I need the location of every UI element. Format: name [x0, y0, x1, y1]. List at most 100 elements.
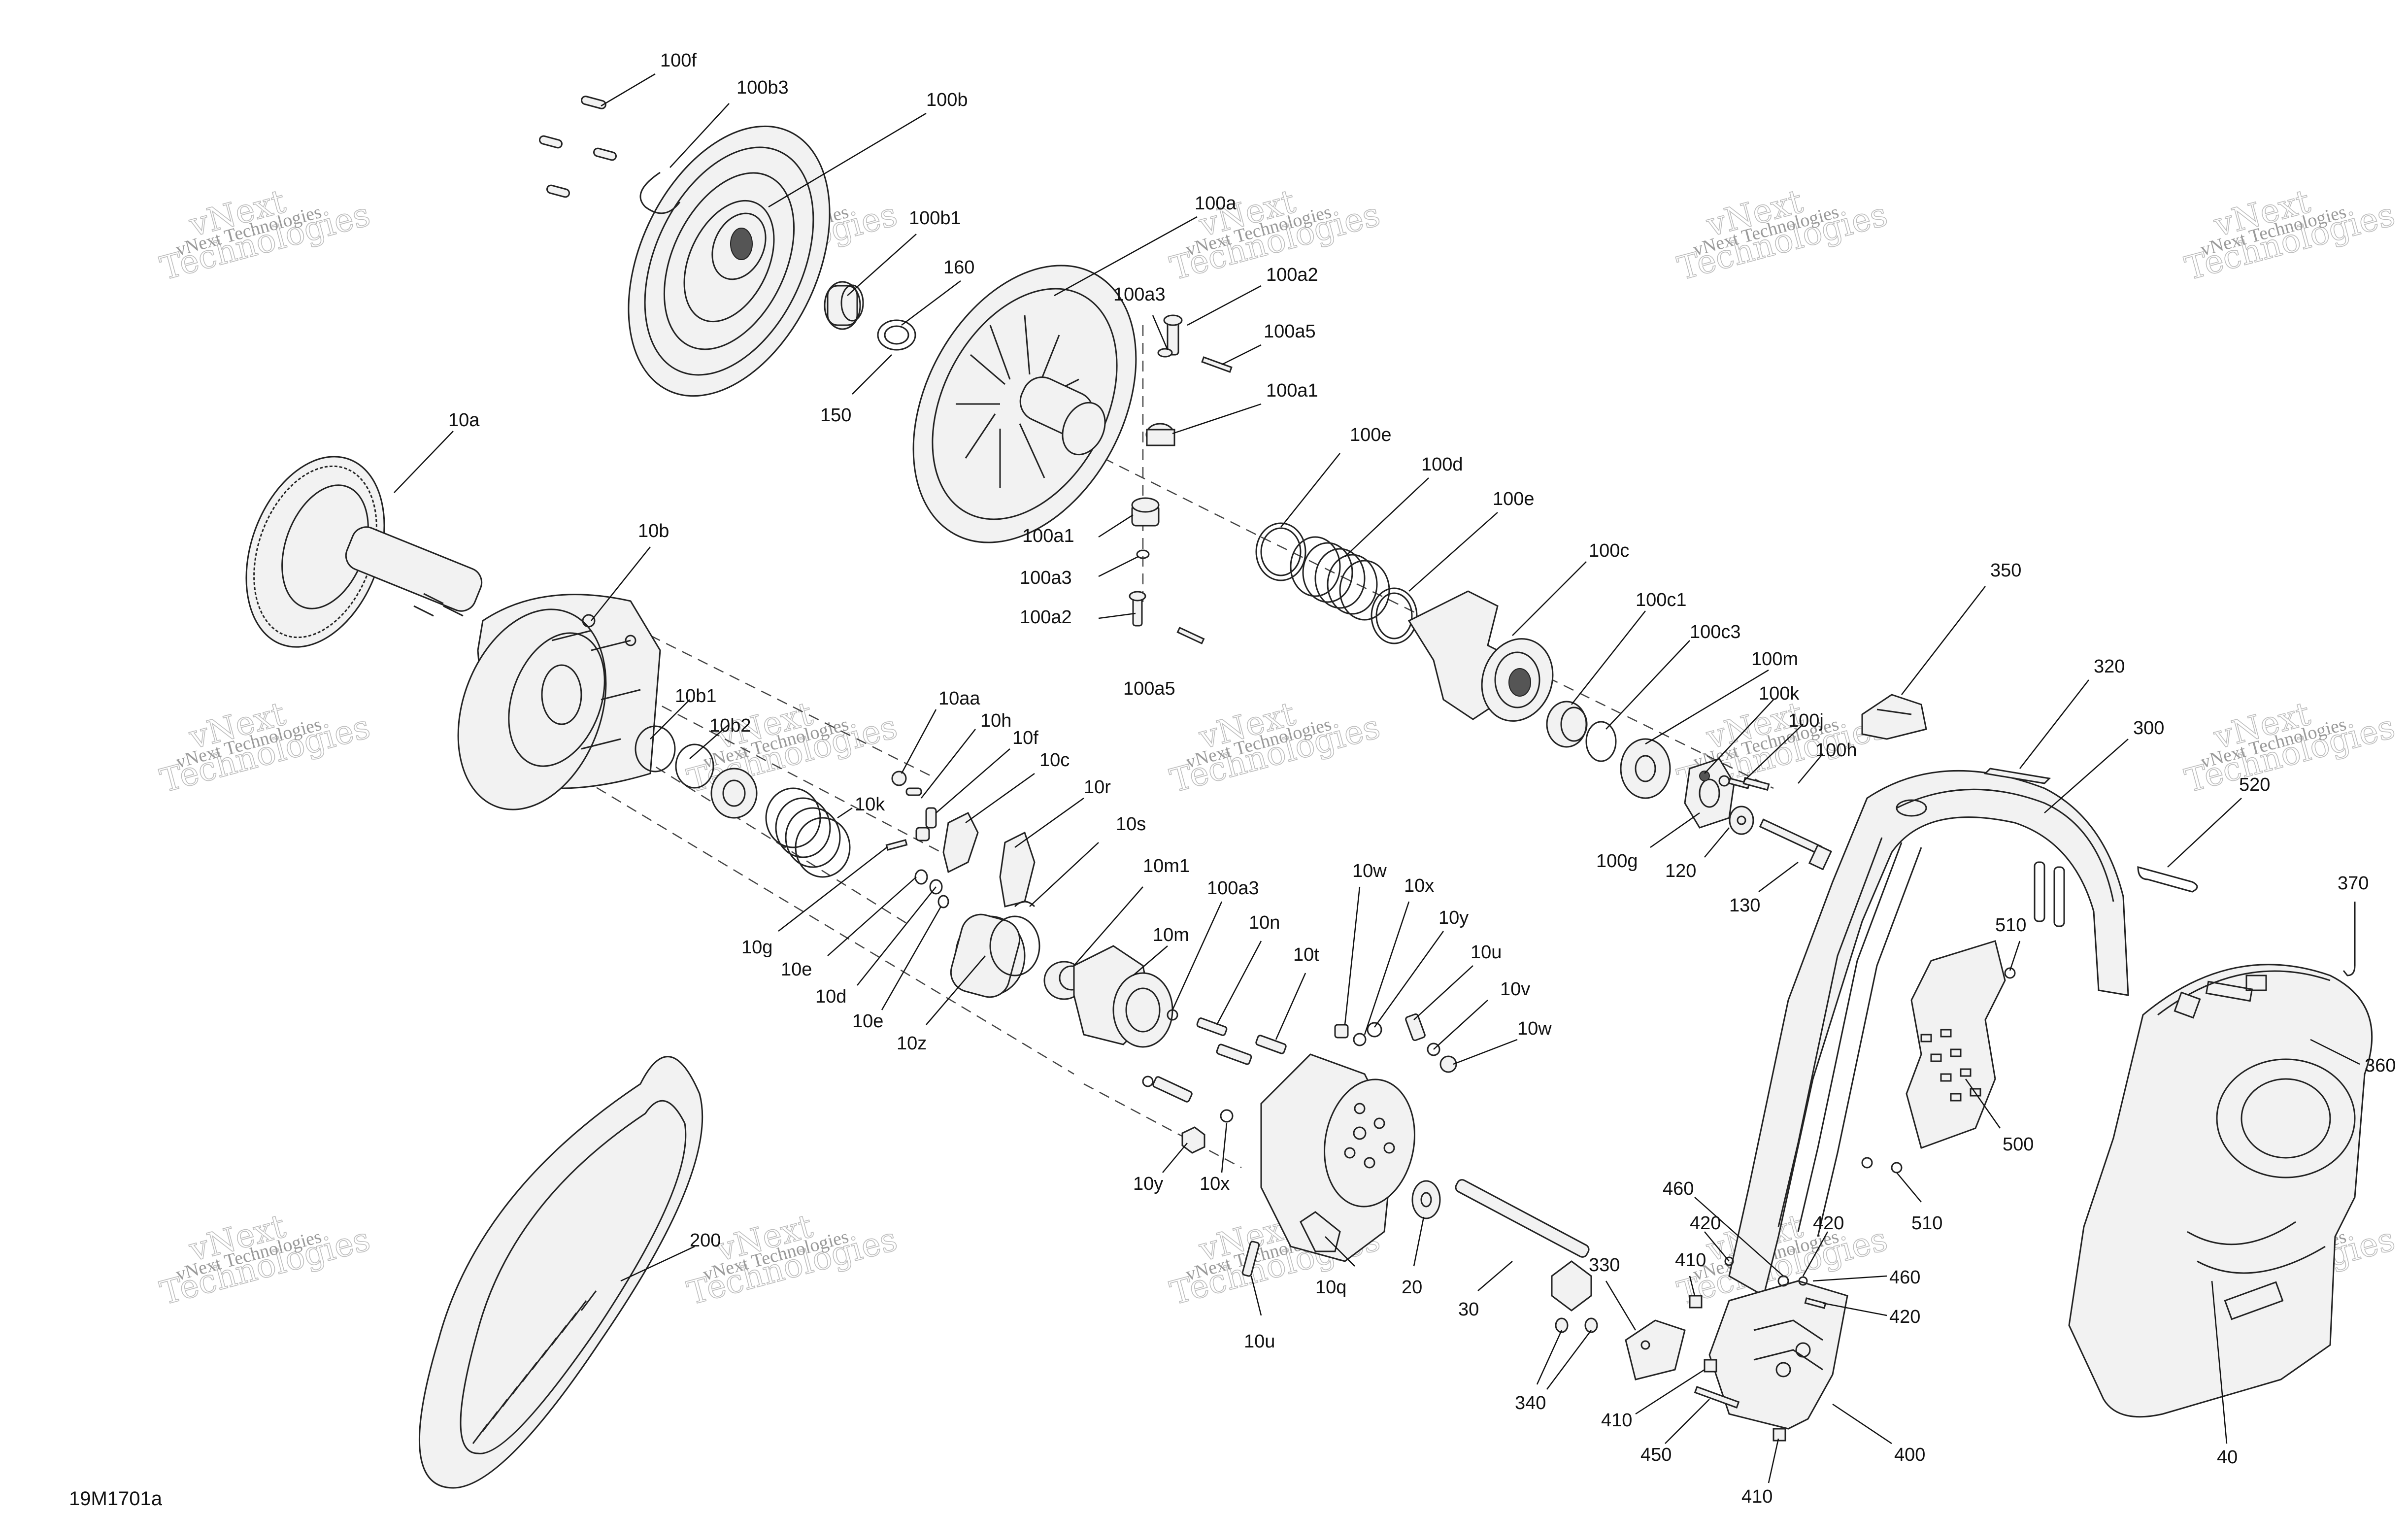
leader-lines	[394, 73, 2360, 1483]
callout-370: 370	[2338, 873, 2369, 894]
callout-10aa: 10aa	[938, 688, 980, 709]
bracket-400	[1708, 1280, 1848, 1430]
watermark: vNext Technologies vNext Technologies	[156, 1207, 374, 1313]
callout-320: 320	[2094, 656, 2125, 677]
callout-420: 420	[1813, 1213, 1844, 1234]
watermark: vNext Technologies vNext Technologies	[156, 182, 374, 288]
callout-510: 510	[1995, 915, 2026, 936]
callout-10a: 10a	[448, 410, 480, 431]
callout-410: 410	[1675, 1250, 1706, 1271]
hardware-10w-10v	[1334, 1013, 1457, 1073]
callout-100a3: 100a3	[1113, 284, 1166, 305]
callout-10u: 10u	[1471, 942, 1502, 963]
callout-10f: 10f	[1012, 728, 1038, 748]
watermark: vNext Technologies vNext Technologies	[2180, 182, 2399, 288]
washer-10k-seat	[710, 768, 758, 819]
callout-100c: 100c	[1589, 540, 1629, 561]
driven-pulley-100a	[912, 265, 1137, 543]
mount-plate-500	[1861, 940, 2016, 1174]
callout-100a5: 100a5	[1264, 321, 1316, 342]
callout-100b: 100b	[926, 90, 968, 110]
callout-100a5: 100a5	[1123, 678, 1175, 699]
callout-100e: 100e	[1493, 489, 1535, 509]
callout-100b1: 100b1	[909, 208, 961, 229]
spider-10m	[1073, 945, 1173, 1048]
bushing-100c1	[1546, 701, 1588, 748]
callout-10d: 10d	[815, 986, 846, 1007]
callout-10n: 10n	[1249, 912, 1280, 933]
callout-100a1: 100a1	[1266, 380, 1318, 401]
callout-100g: 100g	[1596, 851, 1638, 872]
bolt-130	[1759, 818, 1833, 871]
callout-10w: 10w	[1352, 861, 1387, 881]
spring-100d	[1290, 536, 1390, 621]
callout-10q: 10q	[1315, 1277, 1346, 1298]
callout-150: 150	[820, 405, 851, 426]
callout-450: 450	[1640, 1445, 1672, 1465]
callout-40: 40	[2217, 1447, 2238, 1468]
pin-set-middle	[1129, 497, 1205, 644]
small-parts-10-series	[885, 771, 1036, 908]
callout-360: 360	[2365, 1055, 2396, 1076]
callout-420: 420	[1690, 1213, 1721, 1234]
callout-10w: 10w	[1517, 1018, 1552, 1039]
callout-460: 460	[1663, 1178, 1694, 1199]
callout-10c: 10c	[1039, 750, 1070, 771]
watermark: vNext Technologies vNext Technologies	[1673, 182, 1891, 288]
callout-10e: 10e	[781, 959, 812, 980]
callout-420: 420	[1889, 1307, 1920, 1327]
hardware-410-420-460	[1689, 1256, 1827, 1442]
callout-10b: 10b	[638, 521, 669, 541]
callout-labels: 100f 100b3 100b 100b1 160 150 100a 100a3…	[448, 50, 2396, 1507]
ring-10b1	[635, 725, 676, 773]
callout-10e: 10e	[852, 1011, 883, 1032]
callout-30: 30	[1458, 1299, 1479, 1320]
callout-10m1: 10m1	[1143, 856, 1190, 876]
callout-10k: 10k	[855, 794, 885, 815]
clip-350	[1861, 694, 1927, 740]
ring-100c3	[1585, 721, 1617, 762]
callout-100b3: 100b3	[736, 77, 789, 98]
callout-300: 300	[2133, 718, 2164, 739]
sleeve-10z	[950, 913, 1040, 998]
ring-10b2	[675, 743, 714, 789]
callout-10u: 10u	[1244, 1331, 1275, 1352]
callout-100c1: 100c1	[1636, 590, 1687, 610]
callout-100a2: 100a2	[1266, 265, 1318, 285]
callout-100c3: 100c3	[1690, 622, 1741, 642]
ring-100e-right	[1371, 587, 1418, 644]
bushing-100b1	[824, 281, 864, 330]
callout-410: 410	[1601, 1410, 1632, 1431]
callout-100h: 100h	[1815, 740, 1857, 761]
watermark: vNext Technologies vNext Technologies	[2180, 694, 2399, 801]
drive-pulley-sheave-10a	[245, 456, 483, 648]
screw-set-100f	[539, 96, 617, 198]
bolt-30	[1455, 1179, 1592, 1312]
small-hardware-100h-100k	[1699, 771, 1770, 791]
cam-100c	[1407, 590, 1554, 722]
callout-10r: 10r	[1084, 777, 1111, 798]
callout-100a1: 100a1	[1022, 526, 1074, 546]
spring-10k	[765, 787, 851, 878]
callout-340: 340	[1515, 1393, 1546, 1413]
callout-10h: 10h	[980, 710, 1011, 731]
callout-100j: 100j	[1788, 710, 1824, 731]
callout-100f: 100f	[660, 50, 697, 71]
callout-10g: 10g	[741, 937, 772, 958]
callout-130: 130	[1729, 895, 1760, 916]
callout-100d: 100d	[1421, 454, 1463, 475]
drive-pulley-housing-10b	[457, 594, 661, 810]
watermark: vNext Technologies vNext Technologies	[683, 1207, 901, 1313]
driven-pulley-sheave-100b	[628, 125, 831, 397]
callout-200: 200	[690, 1230, 721, 1251]
callout-400: 400	[1894, 1445, 1925, 1465]
pin-set-top	[1145, 314, 1233, 446]
callout-10y: 10y	[1133, 1174, 1163, 1194]
callout-10x: 10x	[1200, 1174, 1230, 1194]
pin-520	[2137, 866, 2198, 893]
callout-10s: 10s	[1116, 814, 1146, 835]
callout-10b2: 10b2	[709, 715, 751, 736]
washer-100m	[1620, 738, 1671, 799]
callout-100a3: 100a3	[1020, 568, 1072, 588]
callout-100a: 100a	[1195, 193, 1237, 214]
